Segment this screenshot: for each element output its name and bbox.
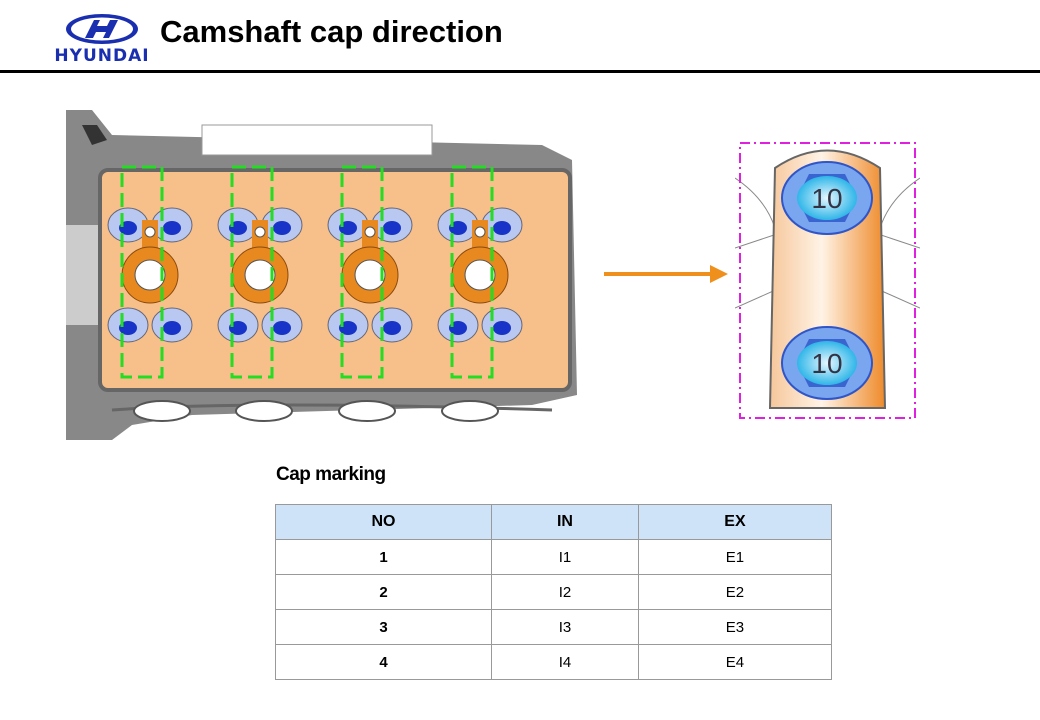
cap-marking-table: NO IN EX 1 I1 E1 2 I2 E2 3 I3 E3 4 I4 E4 xyxy=(274,504,833,680)
cap-bolt-hole xyxy=(134,259,166,291)
camshaft-cap-3 xyxy=(327,165,413,379)
cell-in: I2 xyxy=(491,574,639,610)
hyundai-logo: HYUNDAI xyxy=(50,12,154,66)
cell-in: I3 xyxy=(491,609,639,645)
valve-core xyxy=(163,221,181,235)
bolt-bottom: 10 xyxy=(781,326,873,400)
valve-core xyxy=(383,221,401,235)
cap-highlight-box xyxy=(450,165,494,379)
cap-bolt-hole xyxy=(354,259,386,291)
cell-no: 1 xyxy=(274,539,493,575)
cap-detail-closeup: 10 10 xyxy=(735,142,920,419)
table-row: 2 I2 E2 xyxy=(274,574,833,610)
cell-ex: E3 xyxy=(637,609,833,645)
cell-ex: E4 xyxy=(637,644,833,680)
header-divider xyxy=(0,70,1040,73)
direction-arrow-icon xyxy=(604,265,728,283)
valve-core xyxy=(493,221,511,235)
cell-in: I1 xyxy=(491,539,639,575)
cell-no: 3 xyxy=(274,609,493,645)
bolt-marking-top: 10 xyxy=(811,183,842,214)
cylinder-head-diagram xyxy=(66,110,577,440)
cap-tab-hole xyxy=(474,226,486,238)
column-header: EX xyxy=(637,504,833,540)
cap-tab-hole xyxy=(254,226,266,238)
bolt-top: 10 xyxy=(781,161,873,235)
bolt-marking-bottom: 10 xyxy=(811,348,842,379)
table-row: 4 I4 E4 xyxy=(274,644,833,680)
valve-core xyxy=(493,321,511,335)
cap-highlight-box xyxy=(230,165,274,379)
column-header: IN xyxy=(491,504,639,540)
camshaft-cap-4 xyxy=(437,165,523,379)
cap-tab-hole xyxy=(364,226,376,238)
camshaft-cap-2 xyxy=(217,165,303,379)
column-header: NO xyxy=(274,504,493,540)
cell-no: 2 xyxy=(274,574,493,610)
cap-bolt-hole xyxy=(244,259,276,291)
cell-ex: E1 xyxy=(637,539,833,575)
brand-name: HYUNDAI xyxy=(54,46,150,66)
table-row: 3 I3 E3 xyxy=(274,609,833,645)
cap-highlight-box xyxy=(340,165,384,379)
cell-ex: E2 xyxy=(637,574,833,610)
hyundai-emblem-icon xyxy=(66,14,138,44)
cell-no: 4 xyxy=(274,644,493,680)
valve-core xyxy=(273,221,291,235)
cap-bolt-hole xyxy=(464,259,496,291)
valve-core xyxy=(383,321,401,335)
page-title: Camshaft cap direction xyxy=(160,14,503,49)
cell-in: I4 xyxy=(491,644,639,680)
table-row: 1 I1 E1 xyxy=(274,539,833,575)
camshaft-cap-1 xyxy=(107,165,193,379)
cap-tab-hole xyxy=(144,226,156,238)
valve-core xyxy=(273,321,291,335)
valve-core xyxy=(163,321,181,335)
cap-marking-title: Cap marking xyxy=(276,464,386,485)
cap-highlight-box xyxy=(120,165,164,379)
